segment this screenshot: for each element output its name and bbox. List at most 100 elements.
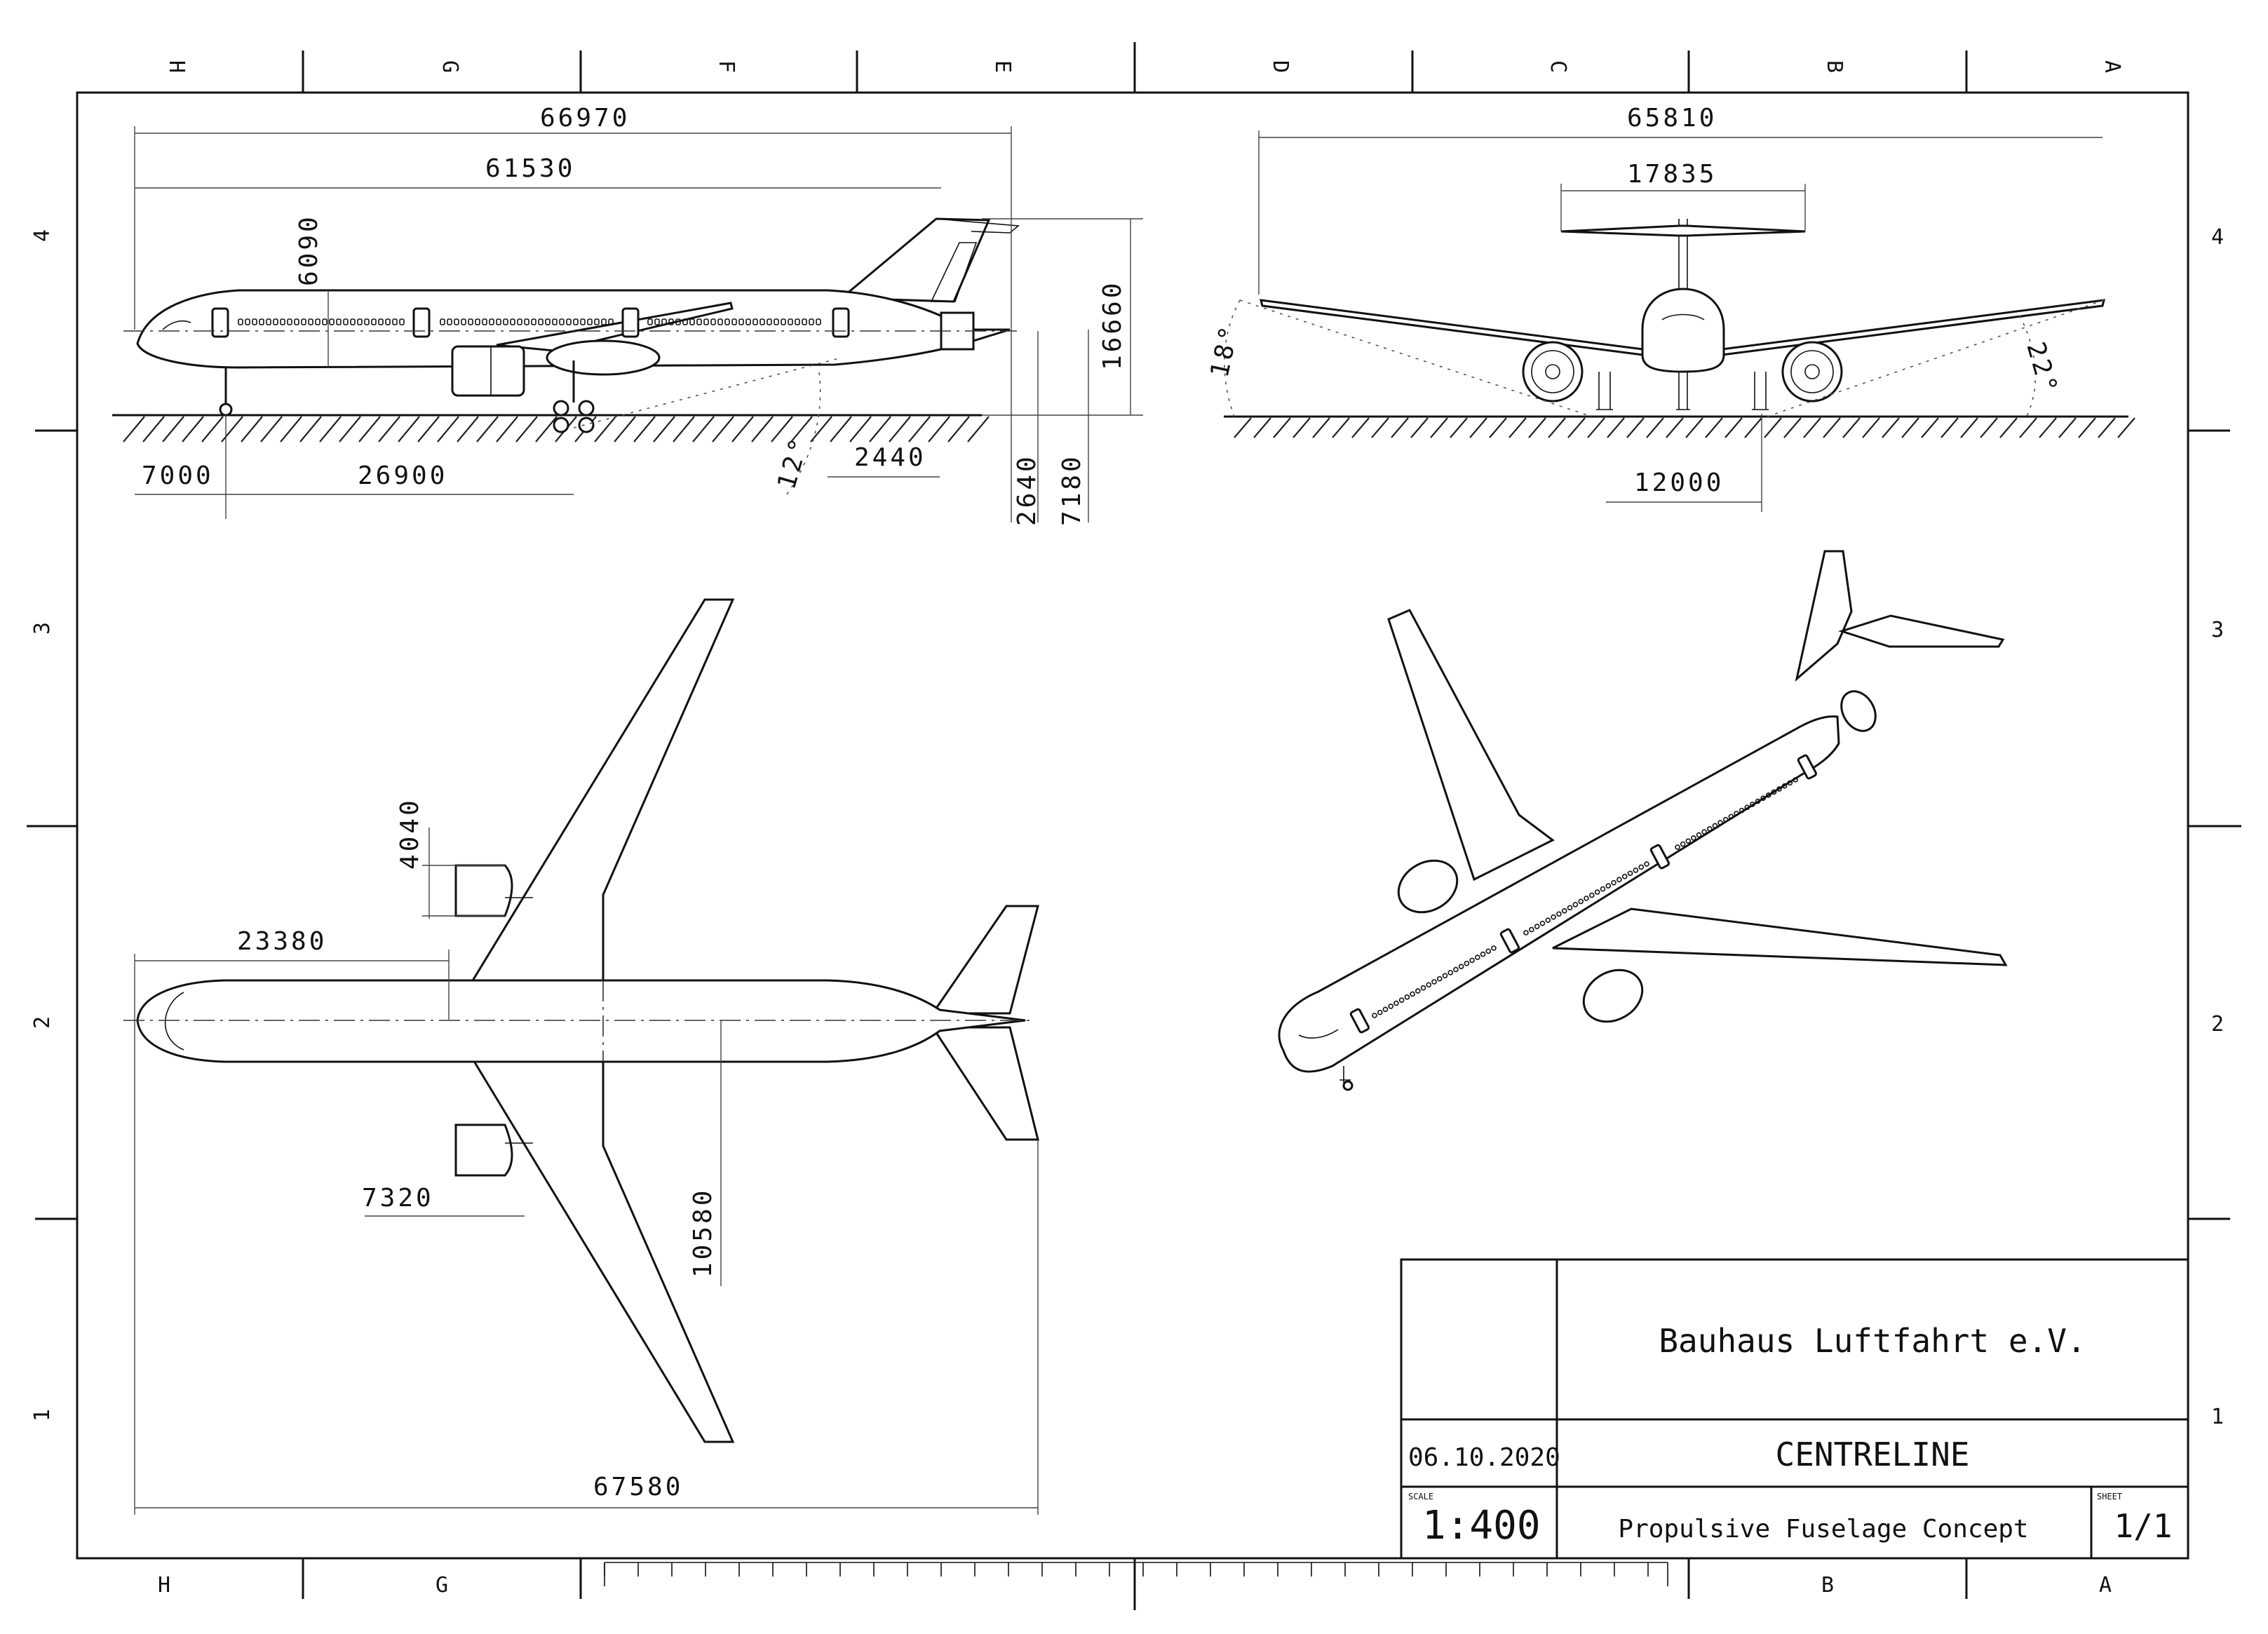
ground-hatch-line [1607, 417, 1625, 438]
iso-window [1464, 961, 1470, 966]
ground-hatch-line [1980, 417, 1998, 438]
iso-window [1545, 917, 1551, 923]
title-block-sheet-label: SHEET [2097, 1492, 2122, 1501]
side-window [752, 318, 758, 325]
iso-horizontal-tail [1838, 614, 2005, 648]
ground-hatch-line [221, 416, 243, 443]
side-window [245, 318, 250, 325]
scale-ruler [604, 1562, 1649, 1576]
zone-letter-A: A [2100, 60, 2124, 73]
iso-wing-far [1387, 609, 1555, 882]
front-engine-right [1781, 341, 1843, 403]
top-view: 4040 23380 7320 10580 67580 [123, 598, 1039, 1515]
iso-window [1781, 783, 1788, 789]
ground-hatch-line [280, 416, 302, 443]
ground-hatch-line [457, 416, 479, 443]
side-window [760, 318, 765, 325]
iso-window [1415, 988, 1421, 994]
side-window [661, 318, 667, 325]
ground-hatch-line [1469, 417, 1487, 438]
dim-nose-to-wing: 23380 [237, 927, 327, 956]
iso-window [1404, 994, 1410, 1000]
dim-track: 12000 [1634, 468, 1724, 497]
side-window [682, 318, 688, 325]
side-window [496, 318, 501, 325]
ground-hatch-line [1783, 417, 1802, 438]
side-window [475, 318, 480, 325]
ground-hatch-line [1528, 417, 1546, 438]
ground-hatch-line [260, 416, 283, 443]
side-window [357, 318, 363, 325]
side-window [774, 318, 779, 325]
ground-hatch-line [1685, 417, 1703, 438]
side-window [531, 318, 536, 325]
ground-hatch-line [1842, 417, 1861, 438]
top-engine-lower [454, 1123, 513, 1177]
side-window [717, 318, 723, 325]
iso-window [1744, 804, 1750, 811]
iso-window [1717, 820, 1723, 825]
ground-hatch-line [673, 416, 695, 443]
side-window [280, 318, 285, 325]
side-window [350, 318, 356, 325]
dim-fuselage-to-tail: 10580 [689, 1188, 717, 1278]
iso-window [1534, 924, 1540, 929]
side-window [385, 318, 391, 325]
ground-hatch-line [201, 416, 224, 443]
top-vertical-tail-upper [931, 905, 1039, 1015]
iso-window [1393, 1000, 1399, 1006]
side-wing [496, 302, 734, 352]
title-block-project: CENTRELINE [1776, 1436, 1970, 1473]
ground-hatch-line [908, 416, 931, 443]
ground-hatch-side [123, 416, 990, 443]
iso-window [1480, 951, 1486, 957]
side-window [517, 318, 522, 325]
ground-hatch-line [142, 416, 165, 443]
bottom-zone-B: B [1821, 1573, 1834, 1598]
iso-window [1739, 807, 1745, 813]
ground-hatch-line [1430, 417, 1448, 438]
top-vertical-tail-lower [931, 1026, 1039, 1141]
ground-hatch-line [123, 416, 145, 443]
side-door-4 [832, 307, 850, 338]
ground-hatch-line [1960, 417, 1978, 438]
iso-window [1722, 816, 1729, 823]
iso-window [1633, 867, 1639, 873]
side-window [364, 318, 370, 325]
ground-hatch-line [358, 416, 381, 443]
ground-hatch-line [594, 416, 616, 443]
iso-window [1696, 832, 1702, 838]
ground-hatch-line [1234, 417, 1252, 438]
ground-hatch-line [771, 416, 793, 443]
side-window [745, 318, 751, 325]
ground-hatch-line [476, 416, 499, 443]
ground-hatch-line [1410, 417, 1429, 438]
ground-hatch-line [1508, 417, 1527, 438]
side-window-row [238, 318, 821, 325]
zone-letter-E: E [990, 60, 1015, 73]
side-window [503, 318, 508, 325]
ground-hatch-line [1548, 417, 1566, 438]
ground-hatch-line [2058, 417, 2077, 438]
zone-number-4-right: 4 [2211, 225, 2224, 250]
iso-window [1685, 838, 1692, 844]
ground-hatch-line [1332, 417, 1350, 438]
ground-hatch-line [1882, 417, 1900, 438]
dim-tail-clearance: 2640 [1013, 454, 1041, 526]
side-window [461, 318, 466, 325]
dim-dihedral-right: 22° [2020, 339, 2063, 398]
side-engine [451, 345, 525, 397]
ground-hatch-line [810, 416, 832, 443]
iso-window [1398, 997, 1405, 1003]
side-window [809, 318, 814, 325]
ground-hatch-line [830, 416, 852, 443]
ground-hatch-line [1705, 417, 1723, 438]
side-window [252, 318, 257, 325]
side-window [654, 318, 660, 325]
side-window [322, 318, 328, 325]
ground-hatch-line [928, 416, 950, 443]
iso-window [1760, 795, 1766, 801]
side-main-gear-wheel-4 [578, 417, 595, 433]
side-window [287, 318, 292, 325]
